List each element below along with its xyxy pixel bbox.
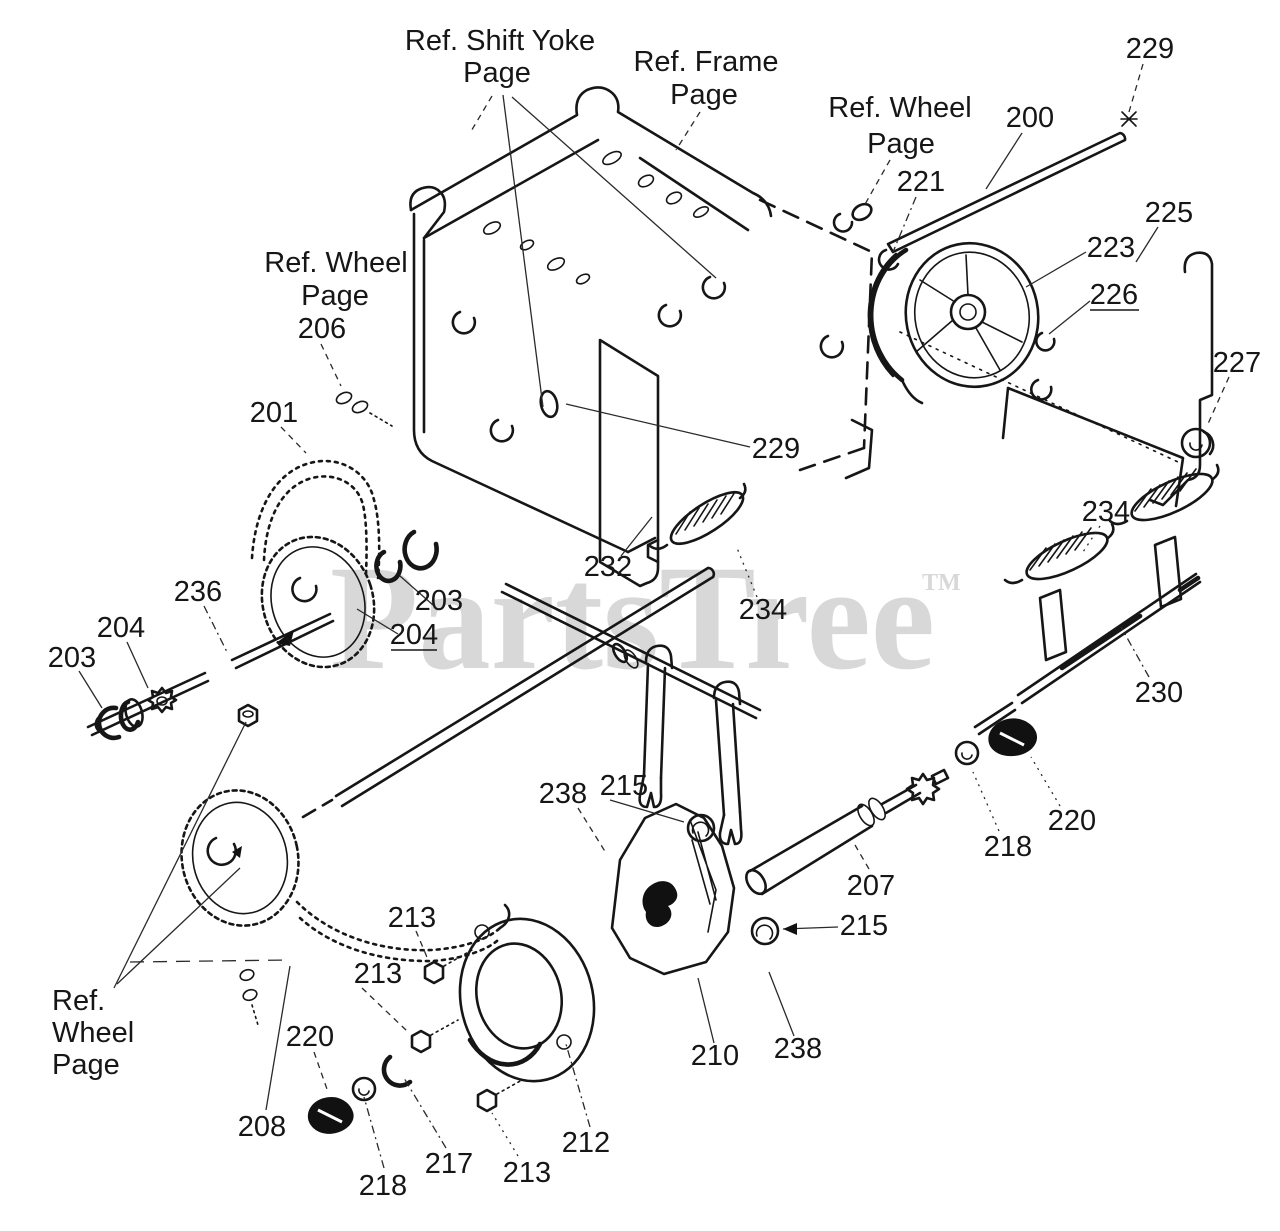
snap-ring-217	[381, 1054, 413, 1088]
part-label-213-c: 213	[503, 1157, 551, 1189]
bolt-215-top	[686, 813, 716, 843]
hex-shaft	[301, 566, 716, 819]
part-label-226: 226	[1090, 279, 1138, 311]
hex-bolt-213-a	[423, 949, 473, 985]
part-label-203-mid: 203	[415, 585, 463, 617]
shaft-230	[973, 535, 1202, 736]
ref-wheel-mid-label: Ref. Wheel	[264, 247, 407, 279]
part-label-229-top: 229	[1126, 33, 1174, 65]
ring-204-mid	[402, 529, 439, 571]
part-label-225: 225	[1145, 197, 1193, 229]
part-label-223: 223	[1087, 232, 1135, 264]
washer-203-mid	[374, 549, 403, 584]
spring-234-right-b	[1108, 463, 1220, 526]
spring-center	[648, 482, 747, 551]
part-label-206: 206	[298, 313, 346, 345]
chain-lower	[295, 900, 511, 963]
part-label-220-right: 220	[1048, 805, 1096, 837]
ref-wheel-top-label-2: Page	[867, 128, 935, 160]
part-label-227: 227	[1213, 347, 1261, 379]
callout-labels: Ref. Shift Yoke Page Ref. Frame Page Ref…	[48, 25, 1261, 1202]
part-label-215-right: 215	[840, 910, 888, 942]
washer-near-wheel-ref	[832, 202, 900, 271]
clip-229-top	[1120, 111, 1138, 127]
part-label-210: 210	[691, 1040, 739, 1072]
hub-parts-below-sprocket	[239, 968, 259, 1026]
part-label-238-top: 238	[539, 778, 587, 810]
part-label-213-a: 213	[388, 902, 436, 934]
hex-bolt-213-c	[476, 1079, 523, 1113]
ref-wheel-bottom-label: Ref.	[52, 985, 105, 1017]
frame-clip-marks	[451, 275, 845, 443]
part-label-215-top: 215	[600, 770, 648, 802]
bolt-215-right	[750, 916, 780, 946]
plate-under-pulley	[899, 331, 1185, 508]
clip-203-left	[94, 705, 122, 741]
part-label-203-left: 203	[48, 642, 96, 674]
ring-212	[458, 917, 596, 1083]
spring-234-right-a	[1003, 522, 1115, 585]
ref-wheel-bottom-label-3: Page	[52, 1049, 120, 1081]
star-washer	[905, 772, 941, 806]
shaft-207	[745, 768, 950, 896]
watermark-text: PartsTree	[330, 535, 935, 701]
belt-arc	[868, 247, 909, 383]
hex-nut-left	[237, 703, 259, 728]
washer-204-left	[118, 698, 144, 732]
cam-220-left	[307, 1096, 354, 1134]
part-label-201: 201	[250, 397, 298, 429]
ref-wheel-mid-label-2: Page	[301, 280, 369, 312]
part-label-220-left: 220	[286, 1021, 334, 1053]
part-label-236: 236	[174, 576, 222, 608]
part-label-238-bottom: 238	[774, 1033, 822, 1065]
watermark-tm-symbol: TM	[922, 570, 961, 596]
part-label-207: 207	[847, 870, 895, 902]
locknut-left	[146, 686, 178, 714]
nut-227	[1180, 427, 1215, 459]
ref-frame-label: Ref. Frame	[633, 46, 778, 78]
parts-206	[335, 391, 393, 427]
gear-upper	[260, 535, 376, 669]
chain-201	[250, 459, 381, 580]
rod-200	[886, 131, 1127, 254]
part-label-232: 232	[584, 551, 632, 583]
friction-assembly-210	[610, 802, 736, 976]
ref-shift-yoke-label-2: Page	[463, 57, 531, 89]
part-label-221: 221	[897, 166, 945, 198]
shift-fork-assembly	[638, 644, 743, 846]
part-label-212: 212	[562, 1127, 610, 1159]
part-label-218-bottom: 218	[359, 1170, 407, 1202]
frame-chassis	[409, 86, 874, 588]
part-label-234-right: 234	[1082, 496, 1130, 528]
part-label-217: 217	[425, 1148, 473, 1180]
part-label-208: 208	[238, 1111, 286, 1143]
bracket-225	[1148, 251, 1214, 507]
part-label-204-mid: 204	[390, 619, 438, 651]
ref-wheel-bottom-label-2: Wheel	[52, 1017, 134, 1049]
washer-218-right	[954, 740, 980, 766]
frame-holes	[482, 150, 710, 419]
ref-frame-label-2: Page	[670, 79, 738, 111]
pulley-223	[867, 241, 1040, 405]
ref-shift-yoke-label: Ref. Shift Yoke	[405, 25, 595, 57]
part-label-234-mid: 234	[739, 594, 787, 626]
ref-wheel-top-label: Ref. Wheel	[828, 92, 971, 124]
washer-218-bottom	[351, 1076, 377, 1102]
part-label-218-right: 218	[984, 831, 1032, 863]
leader-lines	[78, 63, 1230, 1169]
part-label-204-left: 204	[97, 612, 145, 644]
part-label-229-mid: 229	[752, 433, 800, 465]
hex-bolt-213-b	[410, 1019, 459, 1054]
cam-220-right	[988, 718, 1038, 757]
part-label-200: 200	[1006, 102, 1054, 134]
sprocket-208	[180, 789, 300, 927]
part-label-230: 230	[1135, 677, 1183, 709]
part-label-213-b: 213	[354, 958, 402, 990]
